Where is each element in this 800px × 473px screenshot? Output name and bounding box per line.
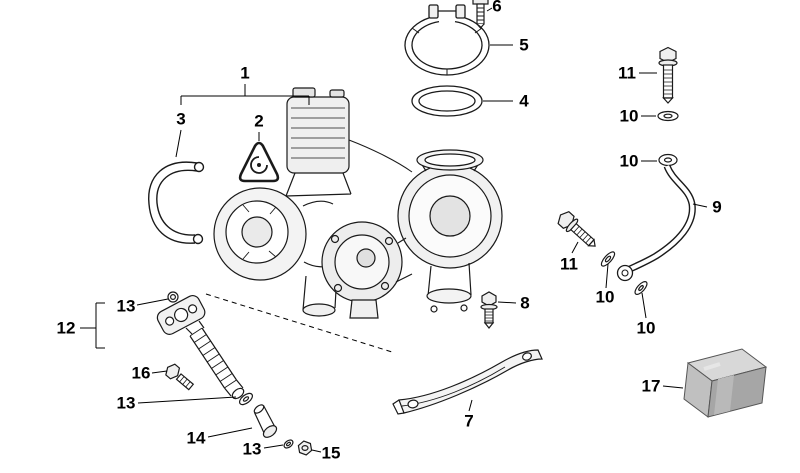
v-band-clamp-drawing bbox=[404, 4, 490, 76]
screw-drawing bbox=[165, 363, 195, 391]
sealing-washer-lower-drawing bbox=[600, 251, 648, 295]
callout-caution-triangle-2: 2 bbox=[254, 111, 264, 131]
callout-union-cone-14: 14 bbox=[186, 428, 206, 448]
callout-screw-16: 16 bbox=[131, 363, 151, 383]
oil-return-pipe-drawing bbox=[156, 291, 313, 456]
callout-v-band-clamp-5: 5 bbox=[519, 35, 529, 55]
callout-hex-bolt-8: 8 bbox=[520, 293, 530, 313]
callout-sealing-washer-10: 10 bbox=[636, 318, 656, 338]
oil-feed-line-drawing bbox=[616, 164, 696, 282]
callout-support-bracket-7: 7 bbox=[464, 411, 474, 431]
gasket-ring-drawing bbox=[411, 85, 483, 117]
callout-seal-ring-13: 13 bbox=[116, 393, 136, 413]
banjo-bolt-lower-drawing bbox=[557, 210, 596, 247]
callout-sealing-washer-10: 10 bbox=[619, 151, 639, 171]
clamp-bolt-drawing bbox=[472, 0, 489, 29]
parts-kit-box-drawing bbox=[683, 348, 768, 418]
callout-clamp-bolt-6: 6 bbox=[492, 0, 502, 16]
hex-bolt-drawing bbox=[480, 291, 498, 329]
callout-gasket-ring-4: 4 bbox=[519, 91, 529, 111]
callout-sealing-washer-10: 10 bbox=[619, 106, 639, 126]
turbocharger-assembly-drawing bbox=[213, 87, 503, 319]
callout-retaining-clip-3: 3 bbox=[176, 109, 186, 129]
callout-seal-ring-13: 13 bbox=[116, 296, 136, 316]
callout-banjo-bolt-11: 11 bbox=[560, 254, 578, 274]
callout-banjo-bolt-11: 11 bbox=[618, 63, 636, 83]
callout-sealing-washer-10: 10 bbox=[595, 287, 615, 307]
banjo-bolt-top-drawing bbox=[658, 46, 678, 104]
callout-oil-feed-line-9: 9 bbox=[712, 197, 722, 217]
callout-turbocharger-assembly-1: 1 bbox=[240, 63, 250, 83]
sealing-washer-drawing bbox=[657, 110, 679, 167]
caution-triangle-icon bbox=[238, 141, 280, 183]
retaining-clip-drawing bbox=[148, 161, 205, 245]
leader-lines bbox=[80, 7, 708, 453]
callout-oil-return-pipe-12: 12 bbox=[56, 318, 76, 338]
callout-union-nut-15: 15 bbox=[321, 443, 341, 463]
callout-seal-ring-13: 13 bbox=[242, 439, 262, 459]
support-bracket-drawing bbox=[392, 349, 543, 415]
callout-parts-kit-box-17: 17 bbox=[641, 376, 661, 396]
